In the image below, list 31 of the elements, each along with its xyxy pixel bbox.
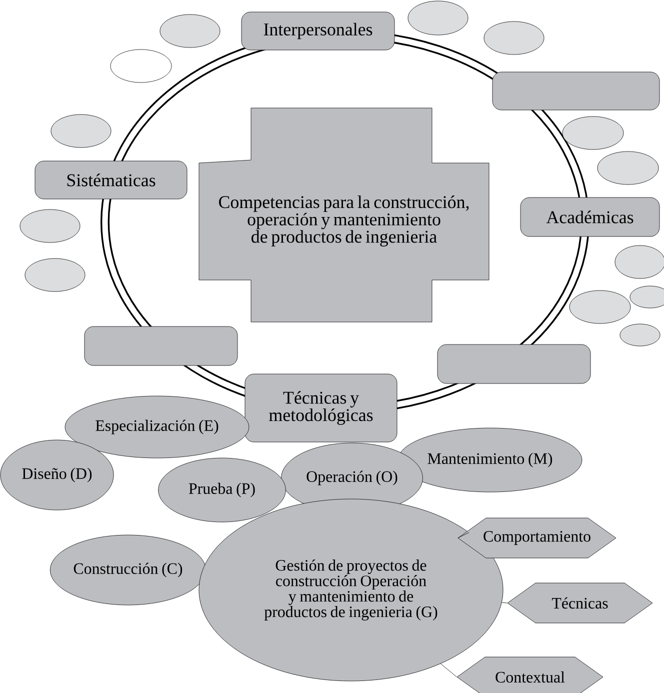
ellipse-node: Diseño (D): [0, 440, 114, 510]
rounded-box: [492, 72, 660, 110]
ellipse-node: Especialización (E): [64, 396, 250, 458]
rounded-box: [84, 326, 238, 366]
connector-line: [502, 602, 508, 604]
connector-line: [458, 532, 470, 538]
ellipse-node: Mantenimiento (M): [398, 428, 582, 492]
hexagon-box: Técnicas: [507, 582, 653, 624]
hexagon-box: Contextual: [456, 656, 604, 693]
ellipse-node: [160, 14, 220, 48]
ellipse-node: [24, 258, 86, 292]
connector-line: [440, 664, 457, 678]
ellipse-node: Construcción (C): [50, 534, 206, 606]
ellipse-node: [50, 114, 112, 148]
ellipse-node: [630, 286, 664, 308]
ellipse-node: [597, 151, 659, 185]
ellipse-node: [562, 116, 624, 150]
hexagon-box: Comportamiento: [458, 518, 616, 558]
cross-shaped-box: Competencias para la construcción, operación y mantenimiento de productos de ingenieria: [198, 108, 490, 322]
rounded-box: Sistématicas: [34, 160, 188, 200]
ellipse-node: [614, 245, 664, 279]
rounded-box: Académicas: [520, 197, 660, 237]
ellipse-node: [408, 0, 468, 36]
rounded-box: Técnicas y metodológicas: [244, 374, 398, 442]
ellipse-node: [484, 21, 544, 55]
rounded-box: Interpersonales: [241, 12, 395, 50]
ellipse-node: [620, 324, 660, 346]
ellipse-node: [20, 209, 80, 243]
rounded-box: [437, 344, 591, 384]
ellipse-node: [110, 49, 172, 83]
ellipse-node: Prueba (P): [158, 458, 286, 522]
